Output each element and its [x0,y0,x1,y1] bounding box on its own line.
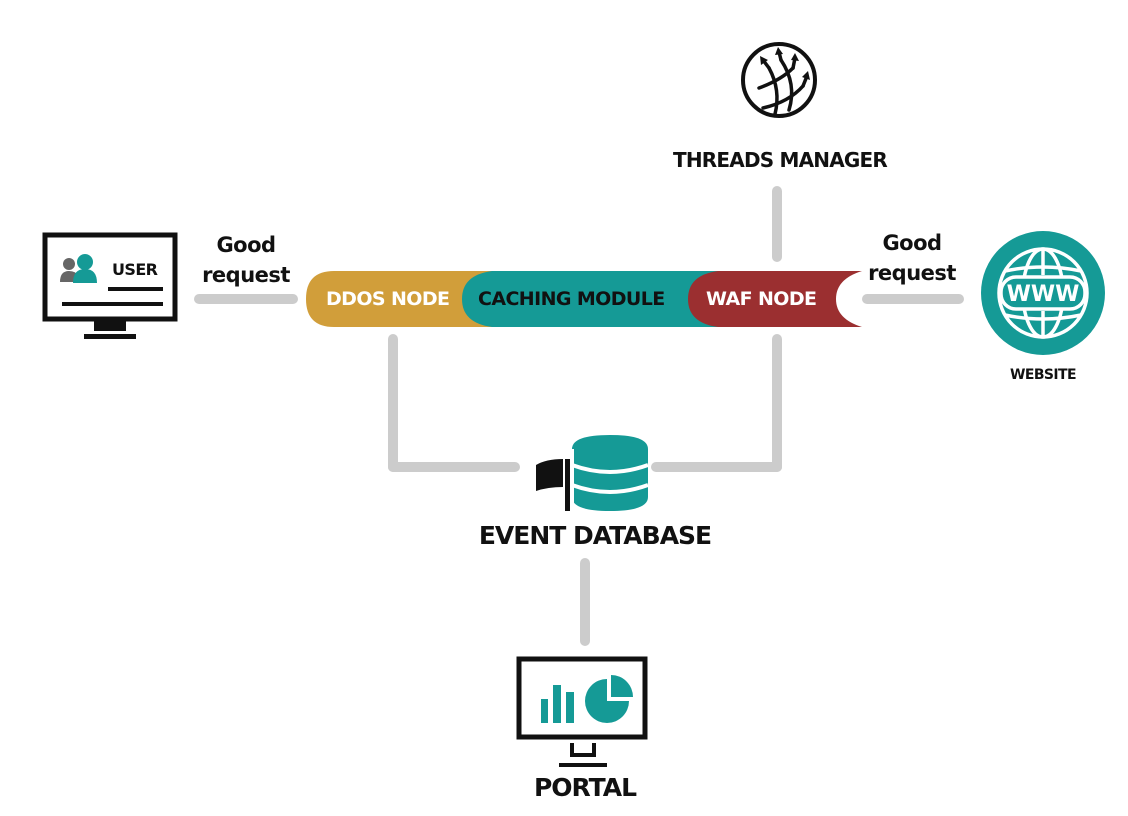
connector-waf-down [772,334,782,472]
pipeline [306,271,862,327]
waf-node-shape [686,271,862,327]
portal-bar-2 [553,685,561,723]
ddos-node[interactable]: DDOS NODE [326,271,450,327]
www-globe-icon: WWW [981,231,1105,355]
caching-module-shape [456,271,718,327]
edge-label-left: Good request [192,230,300,290]
waf-node[interactable]: WAF NODE [706,271,817,327]
edge-label-right-line2: request [868,261,956,285]
edge-label-right: Good request [860,228,964,288]
portal-pie-slice [611,675,633,697]
globe-arrows-icon [741,42,817,118]
user-label: USER [112,260,158,279]
event-database-label: EVENT DATABASE [478,521,712,550]
connector-pipeline-to-website [862,294,964,304]
connector-ddos-down [388,334,398,472]
edge-label-left-line2: request [202,263,290,287]
portal-node: PORTAL [510,655,660,810]
connector-ddos-to-db [388,462,520,472]
portal-pie-main [585,679,629,723]
ddos-node-label: DDOS NODE [326,288,450,310]
portal-label: PORTAL [533,773,637,802]
www-text: WWW [1007,282,1080,307]
edge-label-right-line1: Good [882,231,942,255]
threads-manager-node: THREADS MANAGER [660,40,900,180]
threads-manager-label: THREADS MANAGER [673,148,888,172]
ddos-node-shape [306,271,492,327]
user-node: USER [40,230,180,345]
connector-db-to-portal [580,558,590,646]
database-flag-icon [536,435,649,515]
user-monitor-icon [42,232,178,339]
caching-module[interactable]: CACHING MODULE [478,271,665,327]
website-node: WWW WEBSITE [975,225,1115,390]
caching-module-label: CACHING MODULE [478,288,665,310]
user-person-secondary [63,258,75,270]
edge-label-left-line1: Good [216,233,276,257]
event-database-node: EVENT DATABASE [460,435,730,555]
portal-bar-3 [566,692,574,723]
connector-user-to-pipeline [194,294,298,304]
waf-node-label: WAF NODE [706,288,817,310]
dashboard-monitor-icon [516,656,648,740]
pipeline-shape [306,271,862,327]
website-label: WEBSITE [1010,367,1076,383]
connector-waf-to-db [651,462,782,472]
portal-bar-1 [541,699,548,723]
portal-monitor-stand [559,743,607,767]
connector-threads-to-waf [772,186,782,262]
